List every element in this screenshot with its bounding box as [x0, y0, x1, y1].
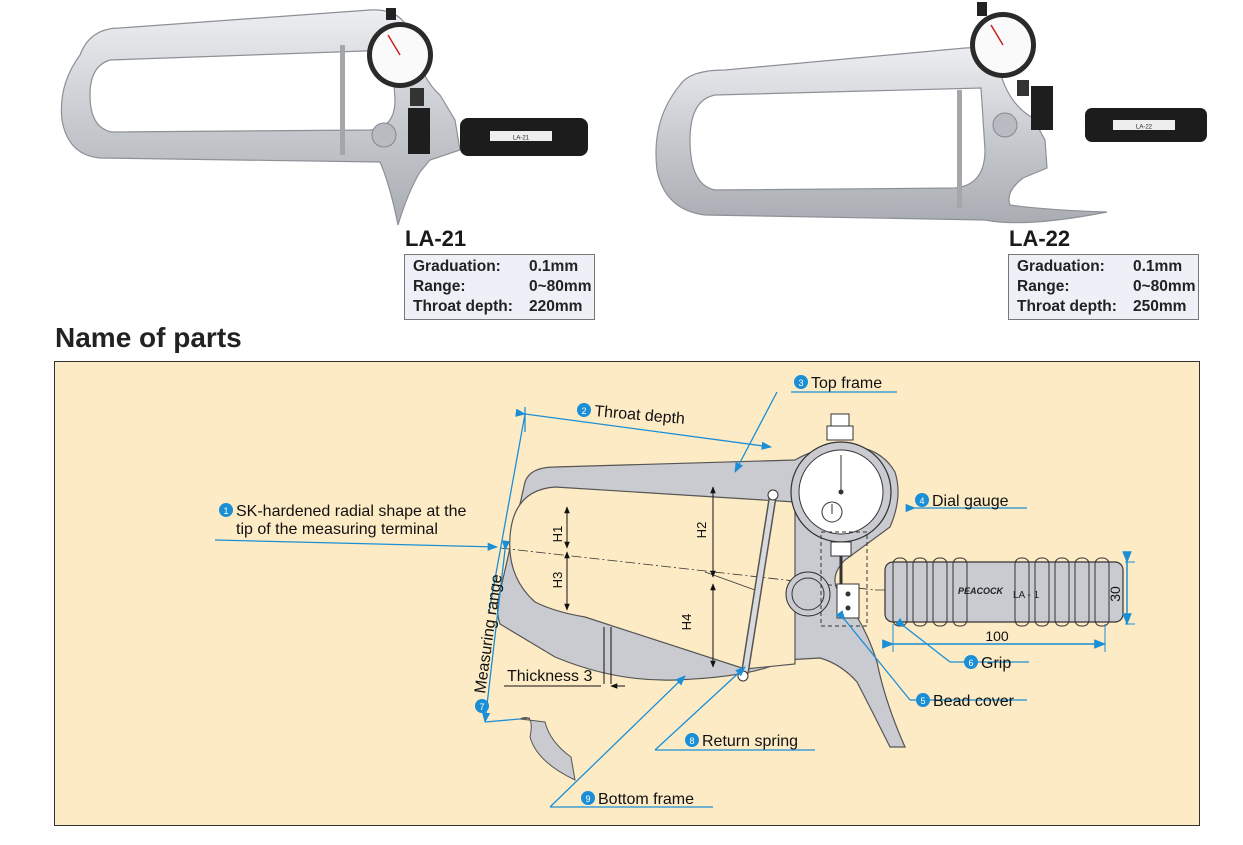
dim-grip-length: 100	[985, 628, 1009, 644]
model-title-la-22: LA-22	[1009, 226, 1071, 251]
dim-h4: H4	[679, 614, 694, 631]
spec-label: Graduation:	[1017, 258, 1105, 275]
part-8-label: Return spring	[702, 733, 798, 750]
part-9-label: Bottom frame	[598, 791, 694, 808]
dim-thickness: Thickness 3	[507, 668, 592, 685]
part-4-label: Dial gauge	[932, 493, 1009, 510]
callout-number: 1	[223, 506, 228, 516]
spec-label: Throat depth:	[413, 298, 513, 315]
spec-table-la-22: Graduation: 0.1mm Range: 0~80mm Throat dep…	[1008, 254, 1199, 320]
callout-number: 9	[585, 794, 590, 804]
callout-number: 7	[479, 702, 484, 712]
spec-value: 250mm	[1133, 298, 1187, 315]
parts-diagram-svg: PEACOCK LA - 1 100 30 H1 H3 H2 H4 Thickn…	[214, 375, 1135, 808]
spec-label: Graduation:	[413, 258, 501, 275]
brand-label: PEACOCK	[958, 586, 1005, 596]
product-photo-la-21: LA-21	[60, 8, 588, 226]
part-3-label: Top frame	[811, 375, 882, 392]
spec-row: Throat depth: 250mm	[1017, 297, 1198, 317]
spec-label: Range:	[1017, 278, 1070, 295]
part-6-label: Grip	[981, 655, 1011, 672]
grip-label: LA-22	[1136, 125, 1153, 131]
section-title: Name of parts	[55, 322, 242, 353]
spec-row: Range: 0~80mm	[1017, 277, 1198, 297]
callout-number: 2	[581, 406, 586, 416]
model-title-la-21: LA-21	[405, 226, 467, 251]
parts-diagram: PEACOCK LA - 1 100 30 H1 H3 H2 H4 Thickn…	[54, 361, 1200, 826]
callout-number: 8	[689, 736, 694, 746]
part-1-label-line1: SK-hardened radial shape at the	[236, 503, 466, 520]
spec-row: Throat depth: 220mm	[413, 297, 594, 317]
callout-number: 6	[968, 658, 973, 668]
grip-text: LA - 1	[1013, 590, 1040, 601]
callout-number: 3	[798, 378, 803, 388]
spec-row: Graduation: 0.1mm	[413, 257, 594, 277]
spec-value: 0~80mm	[1133, 278, 1196, 295]
grip-label: LA-21	[513, 136, 530, 142]
spec-value: 0.1mm	[529, 258, 579, 275]
spec-value: 220mm	[529, 298, 583, 315]
spec-table-la-21: Graduation: 0.1mm Range: 0~80mm Throat dep…	[404, 254, 595, 320]
dim-grip-diameter: 30	[1107, 586, 1123, 602]
spec-row: Graduation: 0.1mm	[1017, 257, 1198, 277]
part-7-label: Measuring range	[472, 573, 506, 694]
dim-h1: H1	[550, 526, 565, 543]
callout-number: 4	[919, 496, 924, 506]
dim-h2: H2	[694, 522, 709, 539]
spec-label: Range:	[413, 278, 466, 295]
part-5-label: Bead cover	[933, 693, 1015, 710]
dim-h3: H3	[550, 572, 565, 589]
spec-row: Range: 0~80mm	[413, 277, 594, 297]
part-2-label: Throat depth	[594, 403, 686, 428]
part-1-label-line2: tip of the measuring terminal	[236, 521, 438, 538]
grip-drawing	[884, 561, 1124, 623]
callout-number: 5	[920, 696, 925, 706]
product-photo-la-22: LA-22	[655, 2, 1207, 224]
spec-label: Throat depth:	[1017, 298, 1117, 315]
spec-value: 0~80mm	[529, 278, 592, 295]
spec-value: 0.1mm	[1133, 258, 1183, 275]
